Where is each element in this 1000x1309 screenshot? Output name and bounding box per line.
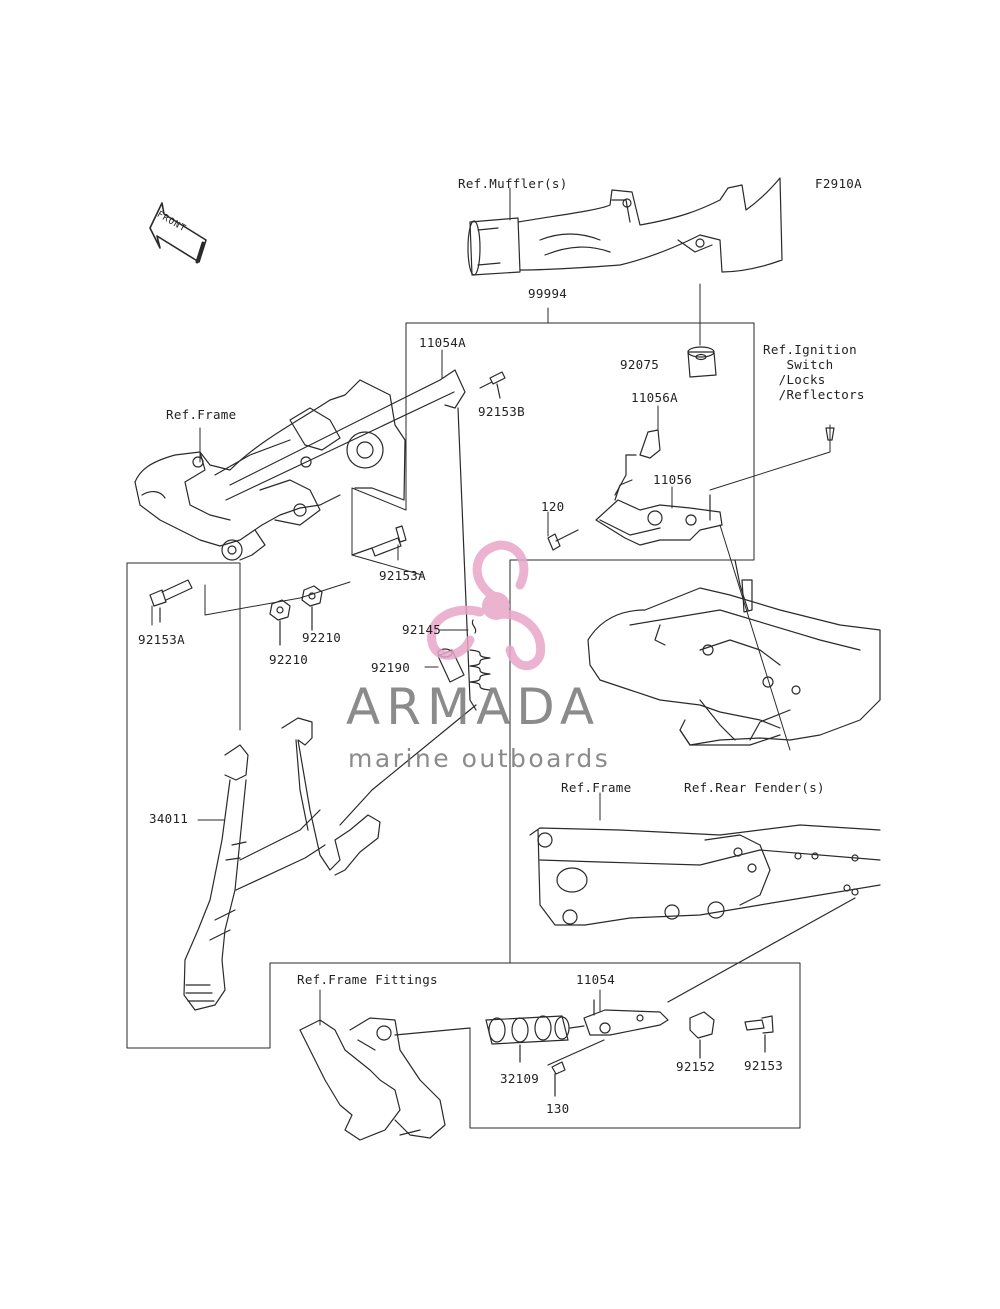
part-label-92153A-left[interactable]: 92153A — [138, 632, 185, 647]
part-label-92145[interactable]: 92145 — [402, 622, 442, 637]
part-label-92152[interactable]: 92152 — [676, 1059, 716, 1074]
bolt-130 — [551, 1061, 566, 1097]
main-stand-34011 — [183, 717, 381, 1011]
footpeg-32109 — [485, 1015, 585, 1063]
bolt-120 — [547, 529, 579, 551]
arm-11054 — [547, 897, 856, 1066]
bolt-92153A-right — [351, 525, 407, 557]
bolt-92153A-left — [149, 579, 193, 623]
ref-frame-fittings-label: Ref.Frame Fittings — [297, 972, 438, 987]
bolt-ignition — [825, 427, 835, 441]
bolt-92153 — [744, 1015, 774, 1053]
part-label-11056[interactable]: 11056 — [653, 472, 693, 487]
rear-fender-drawing — [587, 559, 881, 746]
part-label-92210-b[interactable]: 92210 — [302, 630, 342, 645]
watermark-propeller-icon — [427, 540, 546, 671]
spring-92145 — [339, 407, 491, 826]
part-label-130[interactable]: 130 — [546, 1101, 570, 1116]
ref-ignition-label: Ref.Ignition Switch /Locks /Reflectors — [763, 342, 865, 402]
leader-lines — [151, 187, 673, 1026]
part-label-99994[interactable]: 99994 — [528, 286, 568, 301]
frame-mid-drawing — [529, 824, 881, 926]
front-arrow-icon — [149, 202, 207, 264]
frame-top-drawing — [134, 369, 466, 561]
part-label-120[interactable]: 120 — [541, 499, 565, 514]
assembly-bracket-99994 — [351, 283, 755, 964]
muffler-drawing — [467, 177, 783, 276]
figure-code: F2910A — [815, 176, 862, 191]
assembly-bracket-lower — [126, 562, 801, 1129]
ref-rear-fender-label: Ref.Rear Fender(s) — [684, 780, 825, 795]
part-label-92153[interactable]: 92153 — [744, 1058, 784, 1073]
part-label-34011[interactable]: 34011 — [149, 811, 189, 826]
part-label-92153A-right[interactable]: 92153A — [379, 568, 426, 583]
nut-92210-a — [269, 599, 291, 646]
footrest-bracket — [299, 1017, 471, 1141]
cap-92152 — [689, 1011, 715, 1059]
part-label-92075[interactable]: 92075 — [620, 357, 660, 372]
part-label-92153B[interactable]: 92153B — [478, 404, 525, 419]
watermark-brand: ARMADA — [346, 678, 601, 736]
watermark-tagline: marine outboards — [348, 744, 611, 773]
part-label-11054[interactable]: 11054 — [576, 972, 616, 987]
part-label-92210-a[interactable]: 92210 — [269, 652, 309, 667]
ref-line-ignition — [709, 424, 831, 491]
ref-muffler-label: Ref.Muffler(s) — [458, 176, 568, 191]
ref-frame-top-label: Ref.Frame — [166, 407, 237, 422]
part-label-11056A[interactable]: 11056A — [631, 390, 678, 405]
bracket-11056 — [595, 429, 723, 546]
ref-line-fender — [719, 524, 791, 751]
part-label-32109[interactable]: 32109 — [500, 1071, 540, 1086]
rubber-damper-92075 — [687, 346, 717, 378]
bolt-92153B — [479, 371, 506, 399]
nut-92210-b — [301, 585, 323, 631]
part-label-11054A[interactable]: 11054A — [419, 335, 466, 350]
ref-frame-mid-label: Ref.Frame — [561, 780, 632, 795]
part-label-92190[interactable]: 92190 — [371, 660, 411, 675]
